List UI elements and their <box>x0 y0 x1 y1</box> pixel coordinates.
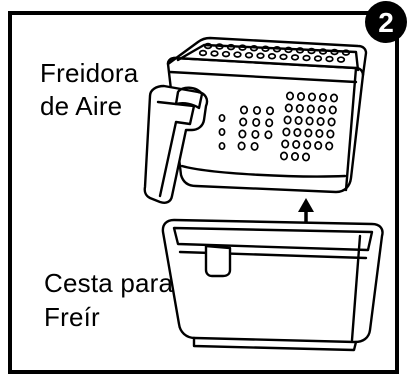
perforation-hole <box>306 104 315 114</box>
pan-label-line1: Cesta para <box>44 268 174 298</box>
perforation-hole <box>325 141 334 151</box>
perforation-hole <box>249 44 259 52</box>
perforation-hole <box>233 51 242 58</box>
basket-perforations <box>198 42 351 162</box>
perforation-hole <box>239 117 248 127</box>
perforation-hole <box>295 47 305 54</box>
pan-connector-slot <box>204 244 232 278</box>
perforation-hole <box>284 46 293 54</box>
perforation-hole <box>307 92 317 102</box>
perforated-basket <box>143 36 368 204</box>
perforation-hole <box>330 48 339 56</box>
pan-label-line2: Freír <box>44 302 100 332</box>
perforation-hole <box>305 116 314 126</box>
perforation-hole <box>282 127 291 137</box>
perforation-hole <box>302 54 311 62</box>
perforation-hole <box>239 105 249 115</box>
perforation-hole <box>272 46 282 53</box>
perforation-hole <box>290 152 300 161</box>
perforation-hole <box>283 115 292 125</box>
basket-front-band <box>168 70 358 84</box>
perforation-hole <box>218 127 226 137</box>
perforation-hole <box>317 105 326 114</box>
perforation-hole <box>318 48 328 55</box>
perforation-hole <box>237 141 246 151</box>
basket-handle-inner <box>156 100 196 198</box>
perforation-hole <box>293 128 302 137</box>
perforation-hole <box>210 50 219 57</box>
perforation-hole <box>303 140 312 150</box>
step-number: 2 <box>378 7 394 38</box>
pan-corner-edge <box>350 234 362 342</box>
perforation-hole <box>279 151 289 161</box>
perforation-hole <box>244 51 254 59</box>
perforation-hole <box>218 141 226 151</box>
fryer-pan <box>161 218 384 352</box>
perforation-hole <box>252 117 261 127</box>
basket-handle-button <box>174 86 204 110</box>
perforation-hole <box>284 103 293 113</box>
perforation-hole <box>252 105 262 115</box>
basket-corner-edge <box>344 66 358 192</box>
perforation-hole <box>267 53 277 60</box>
perforation-hole <box>328 105 337 115</box>
perforation-hole <box>251 129 260 139</box>
basket-label-line2: de Aire <box>40 91 123 121</box>
perforation-hole <box>294 116 303 125</box>
perforation-hole <box>292 140 301 149</box>
perforation-hole <box>304 128 313 138</box>
perforation-hole <box>218 113 226 123</box>
perforation-hole <box>265 106 275 116</box>
perforation-hole <box>215 43 224 50</box>
perforation-hole <box>307 47 316 55</box>
perforation-hole <box>264 130 273 140</box>
perforation-hole <box>336 56 346 63</box>
perforation-hole <box>221 50 231 58</box>
perforation-hole <box>226 43 236 51</box>
basket-bottom <box>180 164 347 178</box>
perforation-hole <box>238 129 247 139</box>
pan-base <box>192 336 358 352</box>
perforation-hole <box>341 49 351 56</box>
perforation-hole <box>326 129 335 139</box>
pan-rim-inner <box>172 226 374 252</box>
step-badge: 2 <box>365 1 407 43</box>
perforation-hole <box>198 49 208 57</box>
perforation-hole <box>314 141 323 150</box>
perforation-hole <box>256 52 265 60</box>
perforation-hole <box>318 93 328 102</box>
perforation-hole <box>295 104 304 113</box>
perforation-hole <box>316 117 325 126</box>
basket-rim-outer <box>166 36 368 77</box>
perforation-hole <box>285 91 295 101</box>
perforation-hole <box>281 139 290 149</box>
perforation-hole <box>325 55 334 63</box>
perforation-hole <box>327 117 336 127</box>
perforation-hole <box>203 42 213 50</box>
perforation-hole <box>279 53 288 61</box>
perforation-hole <box>313 55 323 62</box>
pan-body <box>161 218 384 344</box>
perforation-hole <box>315 129 324 138</box>
perforation-hole <box>250 141 259 151</box>
perforation-hole <box>261 45 270 53</box>
perforation-hole <box>238 44 247 51</box>
perforation-hole <box>296 92 306 101</box>
perforation-hole <box>329 93 339 103</box>
basket-label-line1: Freidora <box>40 58 139 88</box>
perforation-hole <box>290 54 300 61</box>
perforation-hole <box>265 118 274 128</box>
perforation-hole <box>301 152 311 162</box>
